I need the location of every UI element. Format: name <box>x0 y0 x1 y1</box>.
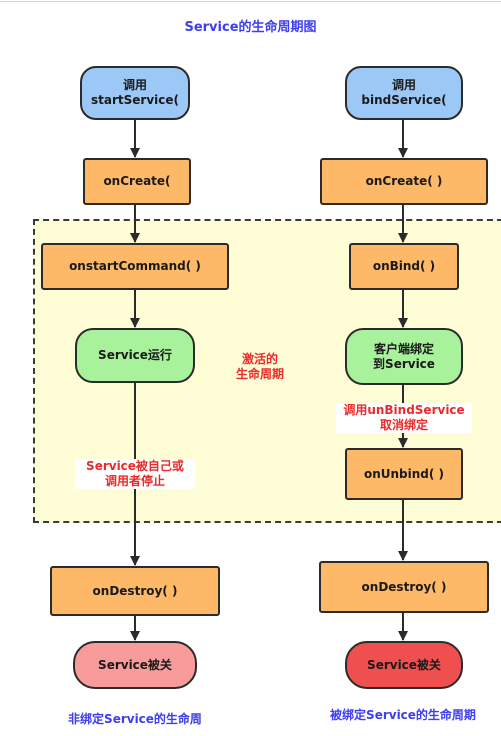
service-running-node: Service运行 <box>75 328 195 383</box>
right-on-create-node: onCreate( ) <box>320 158 488 205</box>
call-start-service-node: 调用 startService( <box>80 66 190 120</box>
right-on-destroy-node: onDestroy( ) <box>319 561 489 613</box>
unbind-service-line1: 调用unBindService <box>343 403 465 417</box>
bound-service-caption: 被绑定Service的生命周期 <box>330 708 476 722</box>
call-bind-service-line2: bindService( <box>361 93 447 107</box>
active-lifetime-line1: 激活的 <box>241 352 278 366</box>
client-bound-line1: 客户端绑定 <box>373 341 434 356</box>
left-service-destroyed-node: Service被关 <box>73 641 197 689</box>
on-start-command-node: onstartCommand( ) <box>41 243 229 290</box>
call-start-service-line1: 调用 <box>122 78 147 92</box>
unbound-service-caption: 非绑定Service的生命周 <box>68 712 202 726</box>
on-unbind-node: onUnbind( ) <box>345 448 463 500</box>
service-stopped-line1: Service被自己或 <box>86 459 184 473</box>
left-on-create-node: onCreate( <box>83 158 191 205</box>
unbind-service-label: 调用unBindService 取消绑定 <box>336 403 472 433</box>
unbind-service-line2: 取消绑定 <box>379 418 428 432</box>
client-bound-node: 客户端绑定 到Service <box>345 328 463 385</box>
top-border <box>0 1 501 2</box>
diagram-title: Service的生命周期图 <box>184 20 317 35</box>
call-bind-service-line1: 调用 <box>391 78 416 92</box>
active-lifetime-line2: 生命周期 <box>235 367 284 381</box>
client-bound-line2: 到Service <box>373 356 435 371</box>
on-bind-node: onBind( ) <box>349 243 459 290</box>
right-service-destroyed-node: Service被关 <box>345 641 463 689</box>
call-bind-service-node: 调用 bindService( <box>345 66 463 120</box>
service-stopped-line2: 调用者停止 <box>104 474 165 488</box>
left-on-destroy-node: onDestroy( ) <box>50 566 220 616</box>
active-lifetime-label: 激活的 生命周期 <box>220 352 300 382</box>
service-stopped-label: Service被自己或 调用者停止 <box>75 459 195 489</box>
call-start-service-line2: startService( <box>90 93 179 107</box>
